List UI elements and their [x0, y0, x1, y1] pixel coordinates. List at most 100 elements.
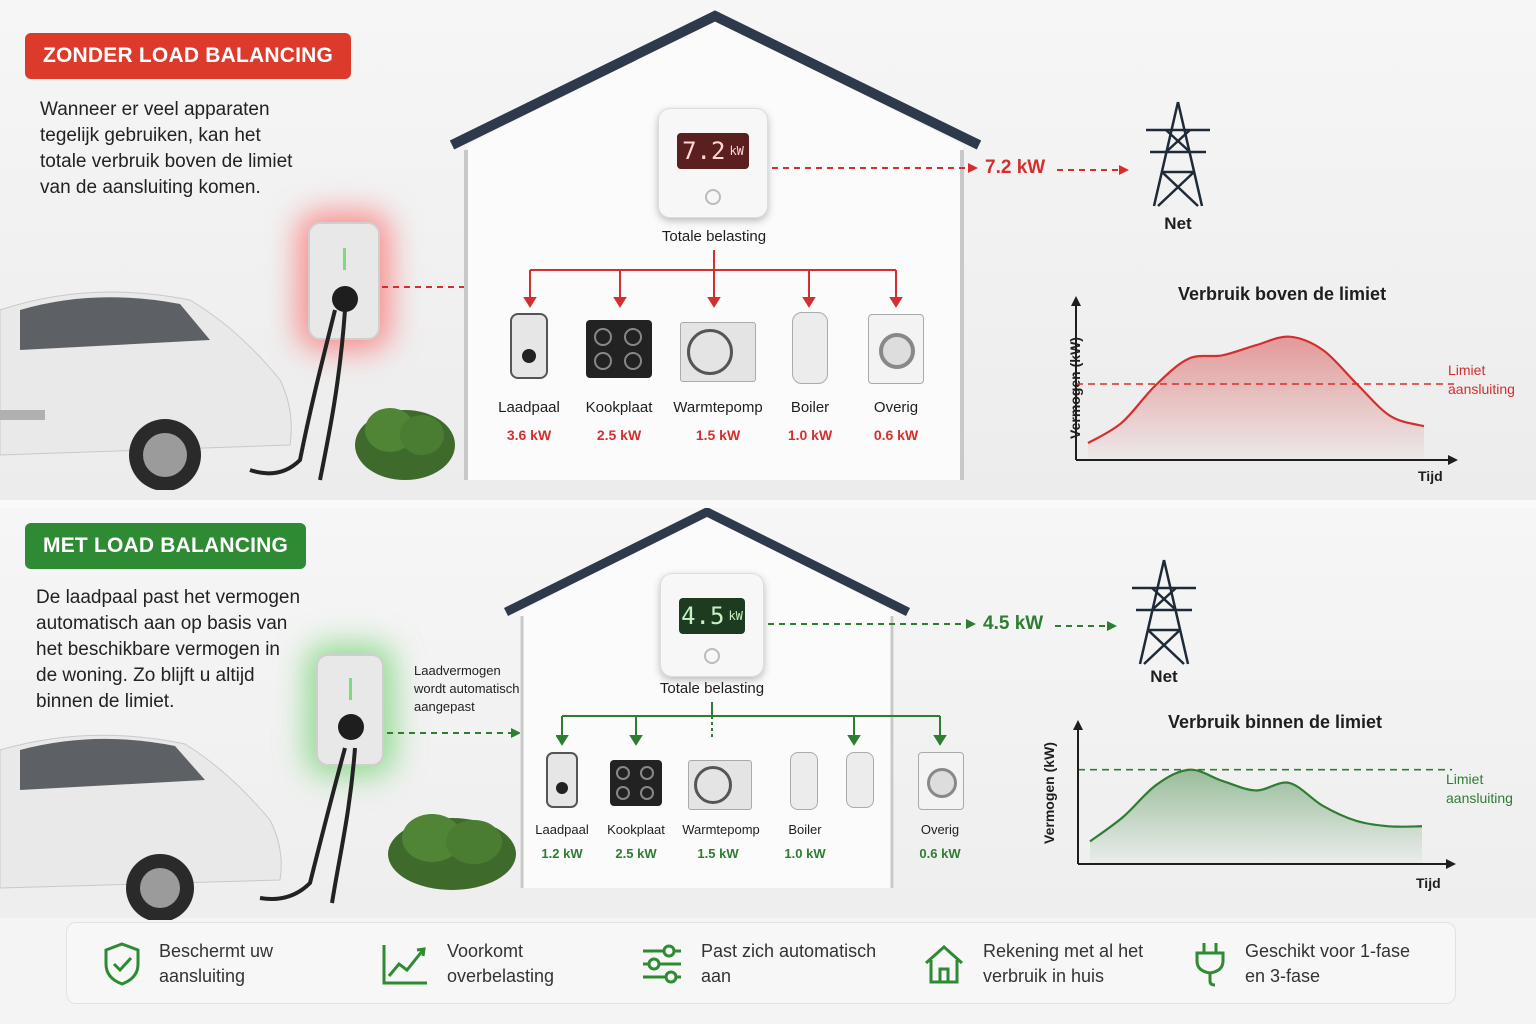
- benefit-item: Geschikt voor 1-fase en 3-fase: [1193, 923, 1410, 1005]
- description-line: Wanneer er veel apparaten: [40, 99, 270, 120]
- limit-label: Limiet aansluiting: [1448, 361, 1515, 399]
- grid-power-value: 4.5 kW: [983, 613, 1044, 634]
- appliance-name: Warmtepomp: [673, 399, 763, 416]
- description-without: Wanneer er veel apparaten tegelijk gebru…: [40, 97, 292, 201]
- appliance-name: Laadpaal: [498, 399, 560, 416]
- panel-with-load-balancing: MET LOAD BALANCING De laadpaal past het …: [0, 508, 1536, 920]
- appliance-name: Boiler: [788, 822, 822, 837]
- house-to-grid-arrow: [772, 163, 978, 173]
- series-line: [1089, 768, 1423, 843]
- thermostat-value: 4.5: [681, 602, 725, 630]
- sliders-icon: [643, 944, 681, 984]
- thermostat-value: 7.2: [682, 137, 726, 165]
- appliance-power: 1.0 kW: [784, 846, 826, 861]
- appliance-name: Overig: [873, 399, 919, 416]
- boiler-icon: [790, 752, 818, 810]
- grid-arrow: [1055, 621, 1117, 631]
- thermostat-unit: kW: [729, 144, 744, 158]
- benefit-text: overbelasting: [447, 966, 555, 986]
- charger-socket: [338, 714, 364, 740]
- benefit-item: Voorkomt overbelasting: [381, 923, 554, 1005]
- distribution-lines: [523, 250, 903, 308]
- appliance-power: 0.6 kW: [873, 427, 919, 443]
- description-line: van de aansluiting komen.: [40, 177, 261, 198]
- benefit-text: en 3-fase: [1245, 966, 1321, 986]
- appliance-power: 1.5 kW: [695, 427, 741, 443]
- car-illustration: [0, 291, 292, 490]
- y-axis-arrow: [1073, 720, 1083, 730]
- boiler-icon: [846, 752, 874, 808]
- panel-without-load-balancing: ZONDER LOAD BALANCING Wanneer er veel ap…: [0, 0, 1536, 500]
- limit-label-line: Limiet: [1448, 362, 1486, 378]
- x-axis-arrow: [1446, 859, 1456, 869]
- benefit-text: aan: [701, 966, 732, 986]
- appliance-name: Kookplaat: [607, 822, 665, 837]
- charger-led: [349, 678, 352, 700]
- appliance-power: 2.5 kW: [596, 427, 642, 443]
- appliance-name: Boiler: [790, 399, 830, 416]
- charging-cable: [259, 747, 357, 904]
- appliance-power: 1.0 kW: [787, 427, 833, 443]
- heatpump-icon: [688, 760, 752, 810]
- series-area: [1088, 336, 1424, 460]
- benefit-text: aansluiting: [159, 966, 246, 986]
- power-pylon-icon: [1132, 559, 1196, 665]
- y-axis-arrow: [1071, 296, 1081, 306]
- y-axis-label: Vermogen (kW): [1041, 742, 1057, 844]
- appliance-power: 1.2 kW: [541, 846, 583, 861]
- charger-to-house-arrow: [387, 728, 521, 738]
- wallbox-charger: [316, 654, 384, 766]
- boiler-icon: [792, 312, 828, 384]
- thermostat-knob: [704, 648, 720, 664]
- grid-power-value: 7.2 kW: [985, 157, 1046, 178]
- description-with: De laadpaal past het vermogen automatisc…: [36, 585, 300, 715]
- total-load-label: Totale belasting: [661, 228, 767, 245]
- thermostat-knob: [705, 189, 721, 205]
- charger-led: [343, 248, 346, 270]
- power-pylon-icon: [1146, 101, 1210, 207]
- description-line: binnen de limiet.: [36, 691, 175, 712]
- note-line: wordt automatisch: [414, 681, 520, 696]
- appliance-power: 3.6 kW: [506, 427, 552, 443]
- x-axis-arrow: [1448, 455, 1458, 465]
- benefit-text: Beschermt uw: [159, 941, 274, 961]
- chart-title: Verbruik boven de limiet: [1178, 284, 1387, 304]
- panel-divider: [0, 500, 1536, 508]
- charger-icon: [546, 752, 578, 808]
- appliance-name: Overig: [920, 822, 960, 837]
- grid-arrow: [1057, 165, 1129, 175]
- washing-machine-icon: [868, 314, 924, 384]
- plug-icon: [1195, 943, 1225, 987]
- distribution-lines: [556, 702, 947, 746]
- badge-with-load-balancing: MET LOAD BALANCING: [25, 523, 307, 569]
- house-to-grid-arrow: [768, 619, 976, 629]
- grid-label: Net: [1164, 214, 1192, 233]
- appliance-name: Warmtepomp: [682, 822, 760, 837]
- benefit-text: Rekening met al het: [983, 941, 1144, 961]
- note-line: Laadvermogen: [414, 663, 501, 678]
- benefit-text: verbruik in huis: [983, 966, 1105, 986]
- series-area: [1090, 769, 1422, 864]
- house-icon: [925, 944, 963, 984]
- benefit-text: Geschikt voor 1-fase: [1245, 941, 1411, 961]
- description-line: De laadpaal past het vermogen: [36, 587, 301, 608]
- appliance-name: Kookplaat: [585, 399, 653, 416]
- charger-adjust-note: Laadvermogen wordt automatisch aangepast: [414, 662, 520, 716]
- benefit-item: Rekening met al het verbruik in huis: [923, 923, 1143, 1005]
- series-line: [1087, 335, 1425, 445]
- description-line: totale verbruik boven de limiet: [40, 151, 293, 172]
- benefits-bar: Beschermt uw aansluiting Voorkomt overbela…: [66, 922, 1456, 1004]
- benefit-text: Voorkomt: [447, 941, 524, 961]
- charging-cable: [249, 309, 347, 481]
- limit-label-line: aansluiting: [1446, 790, 1513, 806]
- heatpump-icon: [680, 322, 756, 382]
- shield-check-icon: [104, 942, 140, 986]
- description-line: het beschikbare vermogen in: [36, 639, 280, 660]
- appliance-power: 2.5 kW: [615, 846, 657, 861]
- grid-label: Net: [1150, 667, 1178, 686]
- bush-decoration: [388, 814, 516, 890]
- benefit-item: Beschermt uw aansluiting: [103, 923, 273, 1005]
